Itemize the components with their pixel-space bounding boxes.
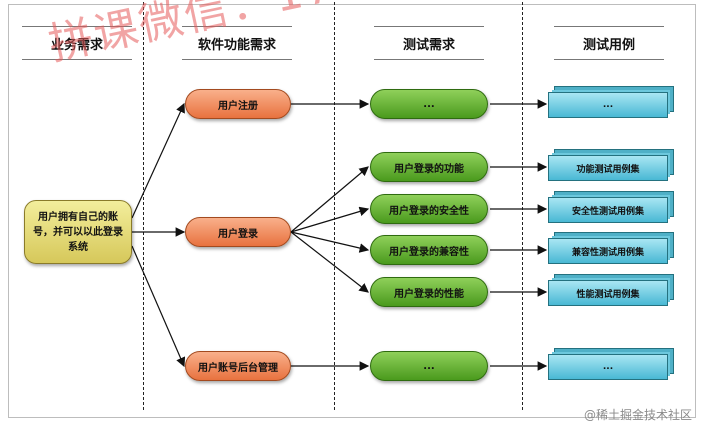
arrow-login-to-security: [290, 206, 370, 233]
test-case-node-security: 安全性测试用例集: [548, 197, 668, 223]
test-case-node-compat: 兼容性测试用例集: [548, 238, 668, 264]
header-software: 软件功能需求: [182, 26, 292, 60]
column-divider-2: [334, 2, 335, 410]
test-case-node-register: ...: [548, 92, 668, 118]
diagram-frame: [8, 4, 696, 418]
header-business: 业务需求: [22, 26, 132, 60]
test-case-node-admin: ...: [548, 354, 668, 380]
test-req-node-register: ...: [370, 89, 488, 119]
arrow-biz-to-admin: [131, 245, 186, 368]
test-req-node-admin: ...: [370, 351, 488, 381]
header-test-case: 测试用例: [554, 26, 664, 60]
test-req-node-security: 用户登录的安全性: [370, 194, 488, 224]
software-node-admin: 用户账号后台管理: [185, 351, 291, 381]
test-req-node-performance: 用户登录的性能: [370, 277, 488, 307]
column-divider-3: [522, 2, 523, 410]
column-divider-1: [143, 2, 144, 410]
test-case-node-performance: 性能测试用例集: [548, 280, 668, 306]
arrow-login-to-compat: [290, 231, 370, 253]
source-footer: @稀土掘金技术社区: [583, 408, 692, 422]
arrow-login-to-functional: [290, 166, 369, 233]
header-test-requirement: 测试需求: [374, 26, 484, 60]
arrow-biz-to-register: [131, 102, 185, 219]
arrow-login-to-performance: [290, 231, 369, 293]
test-case-node-functional: 功能测试用例集: [548, 155, 668, 181]
test-req-node-functional: 用户登录的功能: [370, 152, 488, 182]
software-node-login: 用户登录: [185, 217, 291, 247]
business-requirement-node: 用户拥有自己的账号，并可以以此登录系统: [24, 200, 132, 264]
test-req-node-compat: 用户登录的兼容性: [370, 235, 488, 265]
software-node-register: 用户注册: [185, 89, 291, 119]
